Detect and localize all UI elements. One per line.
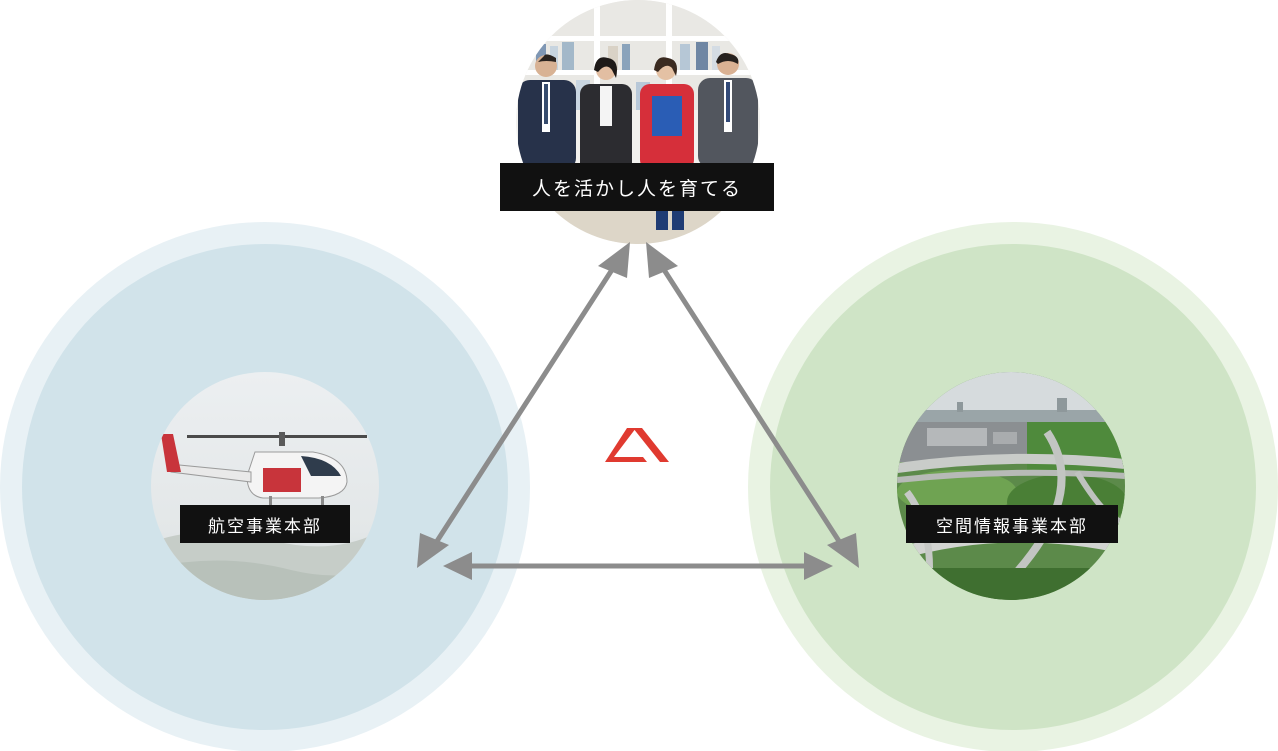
helicopter-photo-image (151, 372, 379, 600)
node-label-top: 人を活かし人を育てる (500, 163, 774, 211)
arrow-head-icon (598, 242, 630, 278)
company-logo-icon (605, 428, 669, 462)
arrow-head-icon (646, 242, 678, 278)
helicopter-photo (151, 372, 379, 600)
node-label-left: 航空事業本部 (180, 505, 350, 543)
node-label-right: 空間情報事業本部 (906, 505, 1118, 543)
highway-aerial-photo-image (897, 372, 1125, 600)
highway-aerial-photo (897, 372, 1125, 600)
